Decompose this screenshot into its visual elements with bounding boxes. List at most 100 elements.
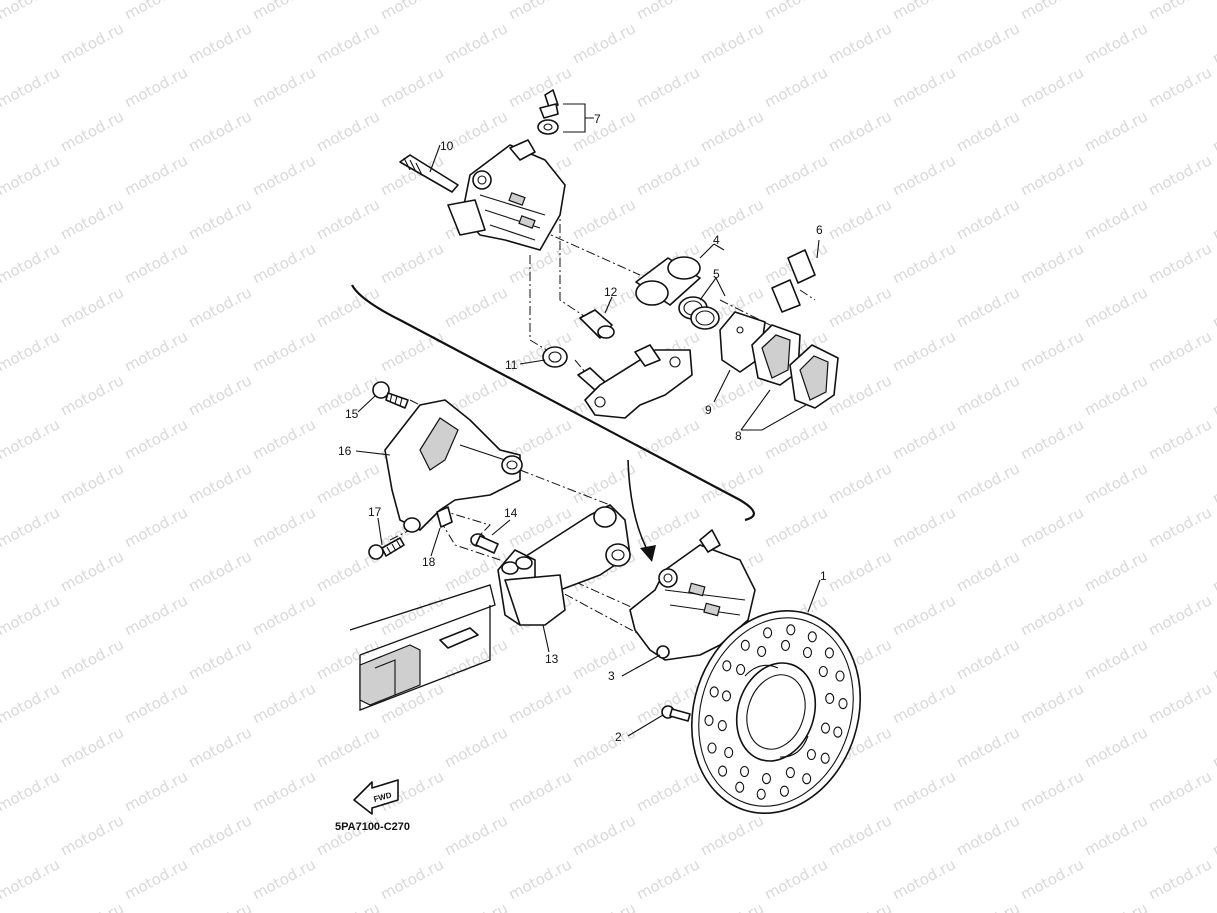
watermark-text: motod.ru [505,855,574,903]
brake-disc [690,610,862,814]
disc-hole [739,765,750,778]
watermark-text: motod.ru [889,503,958,551]
callout-1: 1 [820,569,827,583]
watermark-text: motod.ru [889,239,958,287]
watermark-text: motod.ru [185,723,254,771]
assembly-arrow [627,459,656,562]
callout-6: 6 [816,223,823,237]
watermark-text: motod.ru [889,679,958,727]
piston-seals [678,296,720,330]
watermark-text: motod.ru [0,63,63,111]
watermark-text: motod.ru [185,547,254,595]
watermark-text: motod.ru [505,767,574,815]
watermark-text: motod.ru [569,195,638,243]
disc-hole [824,647,834,659]
watermark-text: motod.ru [1209,811,1217,859]
watermark-text: motod.ru [825,459,894,507]
diagram-code: 5PA7100-C270 [335,821,410,833]
callout-10: 10 [440,139,454,153]
disc-hole [722,660,732,672]
caliper-bracket [384,399,523,533]
watermark-text: motod.ru [633,767,702,815]
watermark-text: motod.ru [889,63,958,111]
pin-14 [470,533,499,554]
watermark-text: motod.ru [313,19,382,67]
watermark-text: motod.ru [1017,151,1086,199]
watermark-text: motod.ru [1209,459,1217,507]
disc-hole [838,698,848,710]
watermark-text: motod.ru [1017,591,1086,639]
disc-hole [761,773,772,785]
callout-7: 7 [594,112,601,126]
watermark-text: motod.ru [761,63,830,111]
disc-hole [707,742,717,754]
watermark-text: motod.ru [0,679,63,727]
disc-hole [709,686,719,698]
watermark-text: motod.ru [1081,723,1150,771]
watermark-text: motod.ru [121,855,190,903]
watermark-text: motod.ru [825,811,894,859]
watermark-text: motod.ru [313,107,382,155]
piston [635,256,701,306]
disc-hole [786,624,796,636]
watermark-text: motod.ru [1209,195,1217,243]
watermark-text: motod.ru [441,899,510,913]
watermark-text: motod.ru [1081,283,1150,331]
watermark-text: motod.ru [249,0,318,24]
watermark-text: motod.ru [953,283,1022,331]
watermark-text: motod.ru [1081,899,1150,913]
watermark-text: motod.ru [0,767,63,815]
watermark-text: motod.ru [1145,415,1214,463]
disc-hole [785,767,795,779]
watermark-text: motod.ru [0,239,63,287]
watermark-text: motod.ru [953,459,1022,507]
watermark-text: motod.ru [185,899,254,913]
watermark-text: motod.ru [1017,767,1086,815]
watermark-text: motod.ru [889,0,958,24]
watermark-text: motod.ru [889,855,958,903]
watermark-text: motod.ru [0,327,63,375]
watermark-text: motod.ru [377,855,446,903]
disc-hole [735,781,745,793]
watermark-text: motod.ru [249,327,318,375]
disc-holes [704,624,848,800]
watermark-text: motod.ru [441,19,510,67]
watermark-text: motod.ru [57,19,126,67]
disc-hole [820,722,831,734]
disc-hole [736,663,746,676]
watermark-text: motod.ru [121,0,190,24]
watermark-text: motod.ru [569,635,638,683]
disc-hole [833,726,843,738]
watermark-text: motod.ru [313,811,382,859]
disc-hole [820,752,830,764]
watermark-text: motod.ru [121,591,190,639]
watermark-text: motod.ru [1209,371,1217,419]
callout-8: 8 [735,429,742,443]
watermark-text: motod.ru [1209,19,1217,67]
watermark-text: motod.ru [825,899,894,913]
watermark-text: motod.ru [825,19,894,67]
watermark-text: motod.ru [889,151,958,199]
watermark-text: motod.ru [953,107,1022,155]
callout-16: 16 [338,444,352,458]
disc-hole [763,627,773,639]
watermark-text: motod.ru [569,723,638,771]
watermark-text: motod.ru [377,63,446,111]
callout-5: 5 [713,267,720,281]
disc-hole [724,746,734,759]
disc-hole [721,690,732,702]
disc-hole [780,639,791,651]
watermark-text: motod.ru [1145,855,1214,903]
watermark-text: motod.ru [1209,635,1217,683]
disc-hole [757,645,767,657]
watermark-text: motod.ru [249,415,318,463]
watermark-text: motod.ru [441,283,510,331]
watermark-text: motod.ru [57,283,126,331]
watermark-text: motod.ru [249,679,318,727]
watermark-text: motod.ru [633,63,702,111]
watermark-text: motod.ru [505,0,574,24]
disc-bolt [661,705,691,722]
watermark-text: motod.ru [1209,107,1217,155]
watermark-text: motod.ru [441,811,510,859]
